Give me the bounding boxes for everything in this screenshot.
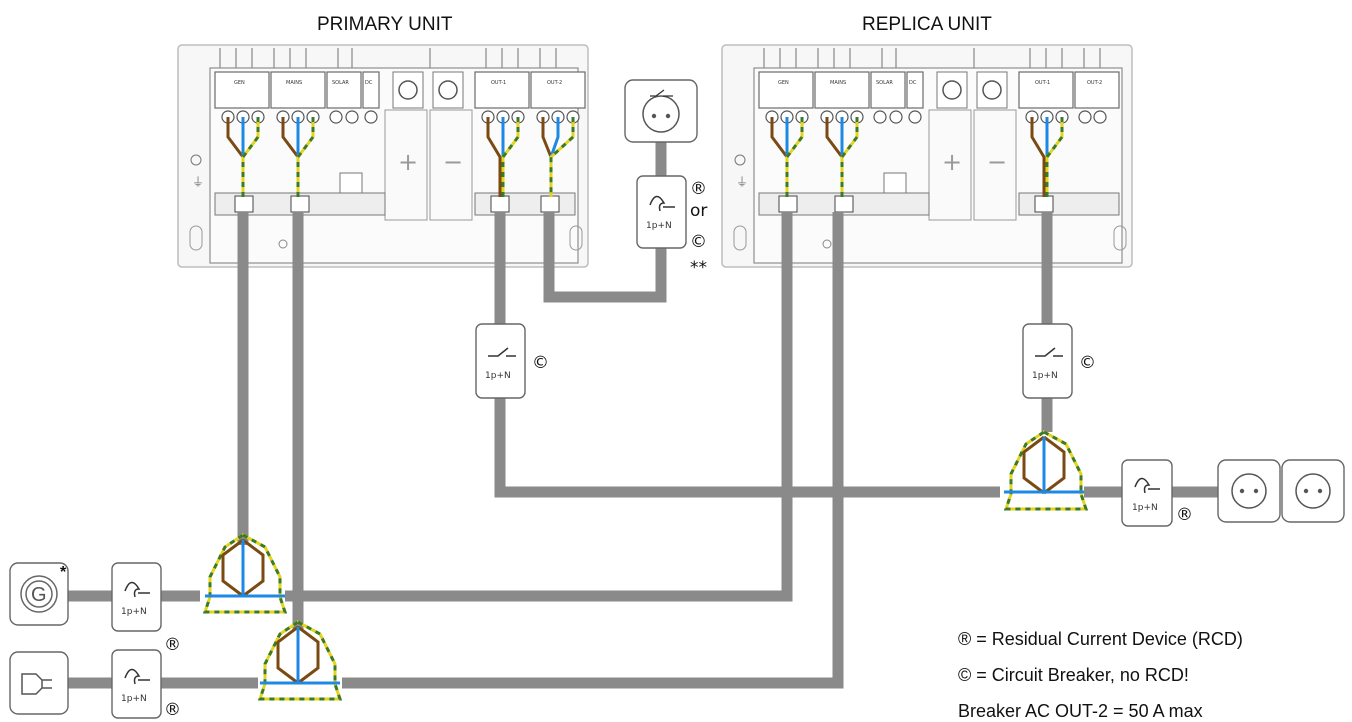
replica-dc-label: DC bbox=[909, 80, 917, 86]
primary-internal-wires bbox=[226, 117, 575, 197]
replica-cb-mark: © bbox=[1079, 353, 1096, 373]
legend-cb: © = Circuit Breaker, no RCD! bbox=[958, 665, 1189, 685]
cables bbox=[68, 140, 1218, 689]
replica-mains-terminal bbox=[814, 71, 870, 109]
mains-terminal bbox=[270, 71, 326, 109]
socket-icon bbox=[1281, 459, 1345, 523]
solar-label: SOLAR bbox=[332, 80, 349, 86]
legend: ® = Residual Current Device (RCD) © = Ci… bbox=[958, 629, 1243, 721]
output-junction bbox=[1003, 430, 1089, 511]
replica-unit: GEN MAINS SOLAR DC OUT-1 OUT-2 + − ⏚ bbox=[721, 44, 1133, 268]
mains-rcd-label: 1p+N bbox=[121, 694, 147, 704]
replica-out1-cb: 1p+N © bbox=[1022, 323, 1096, 399]
dc-label: DC bbox=[365, 80, 373, 86]
replica-earth-symbol: ⏚ bbox=[736, 175, 748, 189]
replica-screws bbox=[765, 110, 1107, 124]
rcd-icon bbox=[636, 175, 687, 249]
breaker-icon bbox=[1022, 323, 1073, 399]
out2-breaker: 1p+N ® or © ** bbox=[636, 175, 707, 278]
mains-plug-icon bbox=[9, 651, 69, 715]
legend-out2: Breaker AC OUT-2 = 50 A max bbox=[958, 701, 1203, 721]
output-rcd-label: 1p+N bbox=[1132, 503, 1158, 513]
replica-solar-terminal bbox=[870, 71, 906, 109]
gen-label: GEN bbox=[234, 80, 245, 86]
primary-out1-cb: 1p+N © bbox=[475, 323, 549, 399]
primary-dc-minus: − bbox=[443, 148, 463, 176]
gen-terminal bbox=[214, 71, 270, 109]
output-rcd-mark: ® bbox=[1176, 505, 1193, 525]
output-rcd: 1p+N ® bbox=[1121, 459, 1193, 527]
replica-fins bbox=[763, 48, 1101, 68]
primary-earth-symbol: ⏚ bbox=[192, 175, 204, 189]
out2-or-text: or bbox=[690, 201, 707, 221]
primary-dc-plus: + bbox=[398, 148, 418, 176]
mains-rcd-mark: ® bbox=[164, 700, 181, 720]
replica-dc-minus: − bbox=[987, 148, 1007, 176]
mains-rcd: 1p+N ® bbox=[111, 649, 181, 720]
replica-gen-terminal bbox=[758, 71, 814, 109]
rcd-icon bbox=[111, 649, 162, 719]
out1-terminal bbox=[474, 71, 530, 109]
replica-out2-label: OUT-2 bbox=[1087, 80, 1102, 86]
replica-out1-terminal bbox=[1018, 71, 1074, 109]
replica-gen-label: GEN bbox=[778, 80, 789, 86]
out2-socket bbox=[624, 79, 698, 143]
primary-cb-label: 1p+N bbox=[485, 371, 511, 381]
primary-unit: GEN MAINS SOLAR DC OUT-1 OUT-2 + − bbox=[177, 44, 589, 268]
generator-rcd-mark: ® bbox=[164, 635, 181, 655]
primary-fins bbox=[219, 48, 557, 68]
replica-solar-label: SOLAR bbox=[876, 80, 893, 86]
generator-rcd-label: 1p+N bbox=[121, 607, 147, 617]
output-sockets bbox=[1217, 459, 1345, 523]
generator-icon bbox=[9, 562, 69, 626]
replica-mains-label: MAINS bbox=[830, 80, 846, 86]
mains-plug bbox=[9, 651, 69, 715]
out2-cb-mark: © bbox=[690, 232, 707, 252]
out2-label: OUT-2 bbox=[547, 80, 562, 86]
generator-star: * bbox=[60, 564, 67, 581]
legend-rcd: ® = Residual Current Device (RCD) bbox=[958, 629, 1243, 649]
replica-out1-label: OUT-1 bbox=[1035, 80, 1050, 86]
replica-cb-label: 1p+N bbox=[1032, 371, 1058, 381]
socket-icon bbox=[1217, 459, 1281, 523]
primary-unit-title: PRIMARY UNIT bbox=[317, 14, 453, 35]
replica-unit-title: REPLICA UNIT bbox=[862, 14, 992, 35]
generator: G * bbox=[9, 562, 69, 626]
out2-double-star: ** bbox=[690, 258, 707, 278]
replica-internal-wires bbox=[770, 117, 1064, 197]
mains-junction bbox=[257, 620, 343, 701]
out2-breaker-label: 1p+N bbox=[646, 221, 672, 231]
replica-out2-terminal bbox=[1074, 71, 1120, 109]
dc-terminal bbox=[362, 71, 380, 109]
rcd-icon bbox=[111, 562, 162, 632]
rcd-icon bbox=[1121, 459, 1173, 527]
replica-dc-plus: + bbox=[942, 148, 962, 176]
generator-letter: G bbox=[31, 584, 47, 606]
out1-label: OUT-1 bbox=[491, 80, 506, 86]
mains-label: MAINS bbox=[286, 80, 302, 86]
out2-rcd-mark: ® bbox=[690, 179, 707, 199]
breaker-icon bbox=[475, 323, 526, 399]
socket-icon bbox=[624, 79, 698, 143]
replica-dc-terminal bbox=[906, 71, 924, 109]
generator-rcd: 1p+N ® bbox=[111, 562, 181, 655]
solar-terminal bbox=[326, 71, 362, 109]
out2-terminal bbox=[530, 71, 586, 109]
generator-junction bbox=[202, 533, 288, 614]
primary-cb-mark: © bbox=[532, 353, 549, 373]
